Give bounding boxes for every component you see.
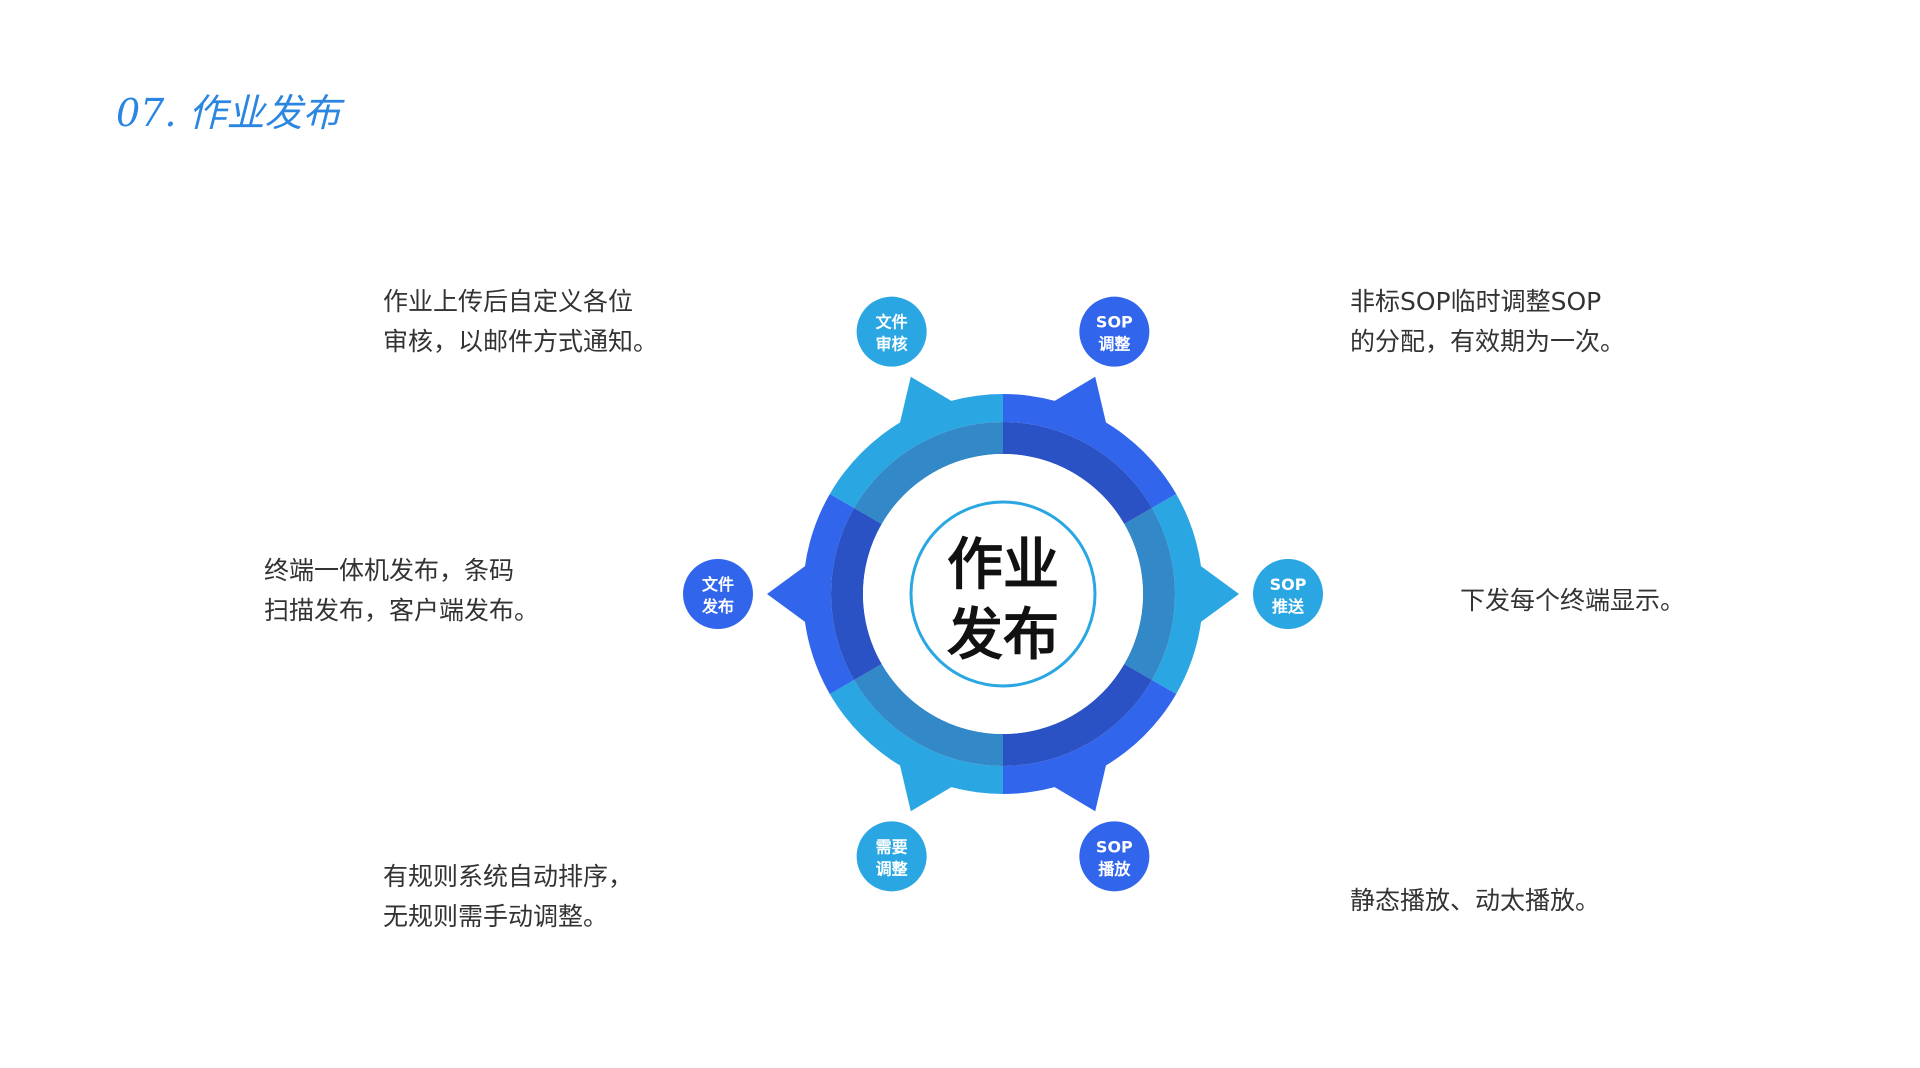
node-sop-adjust: SOP 调整: [1079, 296, 1150, 367]
description-line: 有规则系统自动排序，: [383, 862, 634, 891]
description-sop-play: 静态播放、动太播放。: [1350, 881, 1600, 921]
node-sop-push: SOP 推送: [1253, 559, 1323, 629]
description-sop-adjust: 非标SOP临时调整SOP 的分配，有效期为一次。: [1350, 282, 1625, 362]
wheel-inner-segment: [1003, 664, 1152, 766]
node-label-line: SOP: [1270, 575, 1307, 594]
wheel-inner-segment: [854, 422, 1003, 524]
node-sop-play: SOP 播放: [1079, 821, 1150, 892]
wheel-outer-segment: [1003, 394, 1177, 508]
wheel-inner-segment: [831, 508, 882, 680]
center-title-line: 作业: [947, 533, 1059, 598]
description-file-publish: 终端一体机发布，条码 扫描发布，客户端发布。: [264, 551, 539, 631]
node-circle: [1079, 296, 1150, 367]
description-line: 下发每个终端显示。: [1460, 586, 1686, 615]
wheel-outer-segment: [1003, 680, 1177, 794]
node-label-line: 播放: [1098, 859, 1131, 878]
description-need-adjust: 有规则系统自动排序， 无规则需手动调整。: [383, 857, 633, 937]
description-line: 审核，以邮件方式通知。: [383, 327, 659, 356]
description-sop-push: 下发每个终端显示。: [1460, 581, 1685, 621]
description-line: 无规则需手动调整。: [383, 902, 609, 931]
node-label-line: SOP: [1096, 313, 1133, 332]
node-label-line: 文件: [876, 313, 908, 332]
wheel-inner-segment: [854, 664, 1003, 766]
node-label-line: 调整: [1098, 335, 1130, 354]
node-circle: [856, 821, 927, 892]
node-label-line: 发布: [701, 597, 734, 616]
description-line: 作业上传后自定义各位: [383, 287, 634, 316]
node-circle: [683, 559, 753, 629]
node-label-line: 需要: [876, 837, 908, 856]
description-line: 终端一体机发布，条码: [264, 556, 515, 585]
node-label-line: 文件: [702, 575, 734, 594]
node-circle: [856, 296, 927, 367]
description-file-review: 作业上传后自定义各位 审核，以邮件方式通知。: [383, 282, 658, 362]
wheel-group: [767, 376, 1239, 812]
description-line: 扫描发布，客户端发布。: [264, 596, 540, 625]
node-circle: [1079, 821, 1150, 892]
wheel-outer-segment: [829, 394, 1003, 508]
node-label-line: SOP: [1096, 837, 1133, 856]
wheel-outer-segment: [829, 680, 1003, 794]
description-line: 非标SOP临时调整SOP: [1350, 287, 1602, 316]
description-line: 的分配，有效期为一次。: [1350, 327, 1626, 356]
node-label-line: 审核: [876, 335, 908, 354]
center-group: 作业发布: [863, 454, 1143, 734]
wheel-inner-segment: [1124, 508, 1176, 680]
wheel-outer-segment: [1151, 494, 1203, 694]
center-title-line: 发布: [947, 603, 1059, 668]
node-label-line: 调整: [876, 859, 908, 878]
node-circle: [1253, 559, 1323, 629]
wheel-inner-segment: [1003, 422, 1152, 524]
node-label-line: 推送: [1272, 597, 1305, 616]
center-ring: [909, 500, 1097, 688]
wheel-outer-segment: [802, 494, 855, 694]
description-line: 静态播放、动太播放。: [1350, 886, 1601, 915]
page-title: 07. 作业发布: [116, 91, 341, 135]
